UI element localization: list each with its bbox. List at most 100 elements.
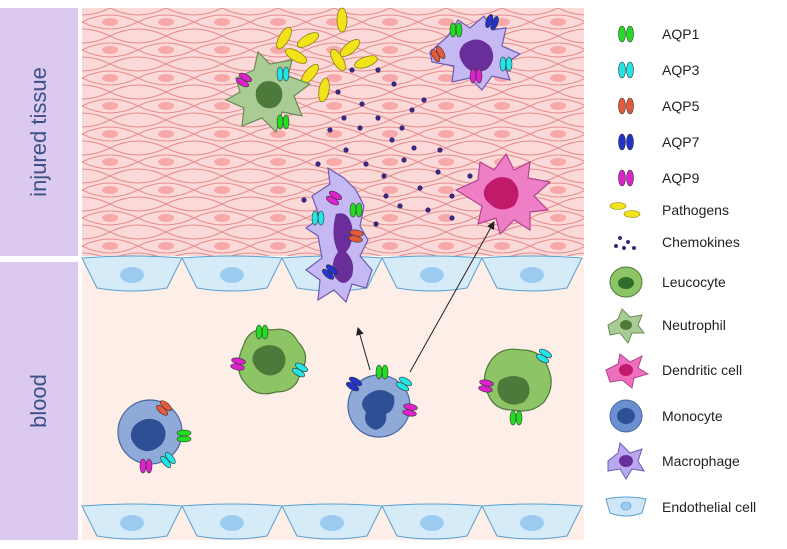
pathogen — [330, 48, 346, 72]
pathogen — [318, 77, 330, 103]
aqp9-marker — [235, 72, 253, 88]
legend-label: AQP3 — [662, 62, 700, 78]
endothelial-cell-icon — [605, 496, 647, 517]
chemokine-dot — [363, 161, 369, 167]
legend-item: AQP1 — [598, 14, 787, 54]
aqp3-marker — [499, 56, 513, 72]
legend-label: AQP9 — [662, 170, 700, 186]
chemokine-cloud — [301, 67, 473, 227]
pathogen — [336, 7, 348, 33]
aqp9-icon — [618, 169, 634, 187]
aqp9-marker — [478, 379, 494, 393]
aqp1-marker — [509, 410, 523, 426]
legend-label: Dendritic cell — [662, 362, 743, 378]
legend-item: Monocyte — [598, 396, 787, 436]
legend-item: Macrophage — [598, 441, 787, 481]
legend-label: AQP1 — [662, 26, 700, 42]
dendritic-cell-icon — [605, 353, 650, 389]
chemokine-dot — [359, 101, 365, 107]
chemokine-dot — [343, 147, 349, 153]
aquaporin-markers — [139, 14, 553, 474]
legend-label: Pathogens — [662, 202, 729, 218]
aqp9-marker — [469, 68, 483, 84]
pathogen — [276, 26, 292, 50]
aqp7-marker — [485, 14, 499, 30]
legend-item: Chemokines — [598, 222, 787, 262]
chemokine-dot — [375, 67, 381, 73]
chemokine-dot — [373, 221, 379, 227]
aqp3-marker — [276, 66, 290, 82]
chemokine-dot — [301, 197, 307, 203]
chemokine-dot — [315, 161, 321, 167]
pathogen-cluster — [276, 7, 378, 103]
monocyte-icon — [609, 399, 643, 433]
chemokine-dot — [383, 193, 389, 199]
chemokine-dot — [349, 67, 355, 73]
chemokine-dot — [335, 89, 341, 95]
pathogen — [339, 38, 361, 58]
chemokine-dot — [327, 127, 333, 133]
leucocyte-icon — [609, 266, 643, 298]
leucocyte-cell — [237, 328, 307, 395]
aqp1-marker — [449, 22, 463, 38]
chemokine-dot — [467, 173, 473, 179]
aqp1-marker — [255, 324, 269, 340]
endothelial-nucleus — [120, 267, 144, 283]
chemokine-dot — [411, 145, 417, 151]
chemokine-dot — [437, 147, 443, 153]
endothelial-nucleus — [120, 515, 144, 531]
aqp3-marker — [291, 362, 309, 378]
cell-layer — [117, 15, 552, 465]
tissue-side-label: injured tissue — [0, 8, 78, 256]
chemokine-dot — [397, 203, 403, 209]
dendritic-cell — [454, 152, 552, 236]
leucocyte-cell — [483, 348, 552, 412]
aqp3-marker — [535, 348, 553, 364]
endothelial-nucleus — [220, 267, 244, 283]
legend-item: AQP7 — [598, 122, 787, 162]
legend-label: Monocyte — [662, 408, 723, 424]
legend-item: Neutrophil — [598, 305, 787, 345]
chemokine-dot — [389, 137, 395, 143]
chemokine-dot — [421, 97, 427, 103]
aqp3-icon — [618, 61, 634, 79]
neutrophil-icon — [607, 308, 645, 344]
blood-side-label: blood — [0, 262, 78, 540]
legend-item: Dendritic cell — [598, 350, 787, 390]
aqp9-marker — [325, 190, 343, 206]
aqp1-icon — [618, 25, 634, 43]
aqp1-marker — [375, 364, 389, 380]
endothelial-nucleus — [520, 267, 544, 283]
chemokine-dot — [381, 173, 387, 179]
aqp7-marker — [322, 264, 338, 280]
legend-label: Endothelial cell — [662, 499, 757, 515]
chemokine-dot — [357, 125, 363, 131]
chemokine-dot — [449, 193, 455, 199]
legend-item: Leucocyte — [598, 262, 787, 302]
blood-label-text: blood — [26, 374, 51, 428]
chemokine-dot — [341, 115, 347, 121]
endothelial-nucleus — [520, 515, 544, 531]
chemokine-dot — [417, 185, 423, 191]
aqp1-marker — [349, 202, 363, 218]
legend-label: Leucocyte — [662, 274, 726, 290]
aqp3-marker — [160, 452, 176, 468]
endothelial-nucleus — [320, 515, 344, 531]
legend-label: Chemokines — [662, 234, 740, 250]
aqp3-marker — [395, 376, 413, 392]
aqp9-marker — [402, 403, 418, 417]
chemokine-icon — [614, 236, 636, 250]
aqp5-marker — [430, 45, 446, 63]
aqp9-marker — [230, 357, 246, 371]
aqp5-marker — [348, 229, 364, 243]
legend-label: AQP7 — [662, 134, 700, 150]
legend-item: AQP5 — [598, 86, 787, 126]
endothelial-nucleus — [420, 515, 444, 531]
endothelial-nucleus — [220, 515, 244, 531]
legend-item: AQP3 — [598, 50, 787, 90]
aqp3-marker — [311, 210, 325, 226]
pathogen — [354, 55, 378, 69]
legend-item: AQP9 — [598, 158, 787, 198]
